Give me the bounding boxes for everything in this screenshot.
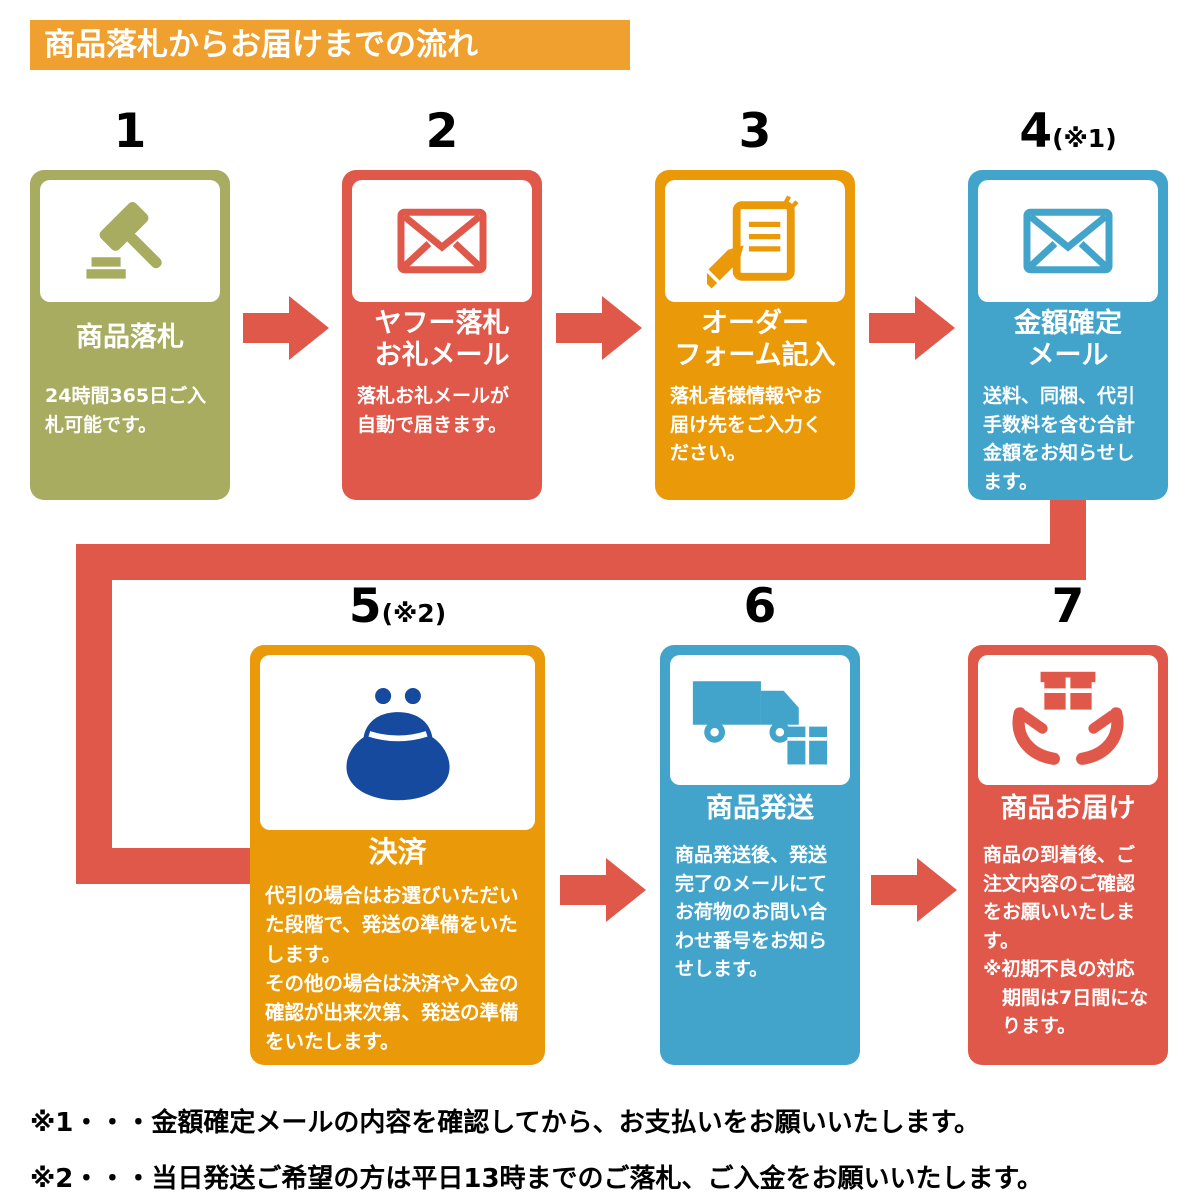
gavel-icon [86, 202, 162, 279]
step-card-shipping: 商品発送 商品発送後、発送完了のメールにてお荷物のお問い合わせ番号をお知らせしま… [660, 645, 860, 1065]
page-title: 商品落札からお届けまでの流れ [30, 20, 630, 70]
step-number-3: 3 [738, 104, 772, 159]
arrow-right-icon [871, 858, 957, 922]
mail-icon [397, 208, 487, 274]
step-icon-panel [40, 180, 220, 302]
step-title: ヤフー落札お礼メール [374, 308, 510, 372]
step-icon-panel [260, 655, 535, 830]
mail-icon [1023, 208, 1113, 274]
step-title: オーダーフォーム記入 [674, 308, 836, 372]
delivery-hands-icon [1012, 671, 1124, 765]
step-number-7: 7 [1051, 579, 1085, 634]
step-description: 送料、同梱、代引手数料を含む合計金額をお知らせします。 [983, 385, 1136, 493]
arrow-right-icon [243, 296, 329, 360]
footnote-1: ※1・・・金額確定メールの内容を確認してから、お支払いをお願いいたします。 [30, 1108, 980, 1138]
step-title: 商品お届け [1000, 793, 1136, 824]
step-description: 商品発送後、発送完了のメールにてお荷物のお問い合わせ番号をお知らせします。 [675, 844, 828, 980]
step-icon-panel [978, 655, 1158, 785]
step-icon-panel [670, 655, 850, 785]
step-number-4: 4(※1) [1019, 104, 1117, 159]
step-title: 商品発送 [706, 793, 814, 824]
step-description: 代引の場合はお選びいただいた段階で、発送の準備をいたします。その他の場合は決済や… [265, 884, 519, 1054]
step-card-delivery: 商品お届け 商品の到着後、ご注文内容のご確認をお願いいたします。※初期不良の対応… [968, 645, 1168, 1065]
step-number-1: 1 [113, 104, 147, 159]
step-number-2: 2 [425, 104, 459, 159]
step-title: 商品落札 [76, 322, 184, 353]
step-title: 決済 [368, 835, 427, 869]
step-title: 金額確定メール [1014, 308, 1122, 372]
step-card-price-mail: 金額確定メール 送料、同梱、代引手数料を含む合計金額をお知らせします。 [968, 170, 1168, 500]
arrow-right-icon [869, 296, 955, 360]
flow-connector-into-step5 [76, 848, 258, 884]
step-description: 落札お礼メールが自動で届きます。 [357, 385, 510, 436]
footnote-2: ※2・・・当日発送ご希望の方は平日13時までのご落札、ご入金をお願いいたします。 [30, 1164, 1043, 1194]
step-icon-panel [978, 180, 1158, 302]
arrow-right-icon [556, 296, 642, 360]
step-description: 24時間365日ご入札可能です。 [45, 385, 207, 436]
step-description: 商品の到着後、ご注文内容のご確認をお願いいたします。※初期不良の対応期間は7日間… [983, 844, 1149, 1037]
flow-connector-left-down [76, 544, 112, 884]
step-icon-panel [352, 180, 532, 302]
order-form-icon [707, 195, 799, 289]
step-card-order-form: オーダーフォーム記入 落札者様情報やお届け先をご入力ください。 [655, 170, 855, 500]
flow-connector-across [76, 544, 1086, 580]
step-card-auction-win: 商品落札 24時間365日ご入札可能です。 [30, 170, 230, 500]
step-number-6: 6 [743, 579, 777, 634]
step-card-payment: 決済 代引の場合はお選びいただいた段階で、発送の準備をいたします。その他の場合は… [250, 645, 545, 1065]
coin-purse-icon [345, 687, 450, 800]
step-card-thanks-mail: ヤフー落札お礼メール 落札お礼メールが自動で届きます。 [342, 170, 542, 500]
arrow-right-icon [560, 858, 646, 922]
step-description: 落札者様情報やお届け先をご入力ください。 [670, 385, 823, 464]
step-number-5: 5(※2) [348, 579, 447, 634]
step-icon-panel [665, 180, 845, 302]
truck-icon [692, 681, 828, 765]
